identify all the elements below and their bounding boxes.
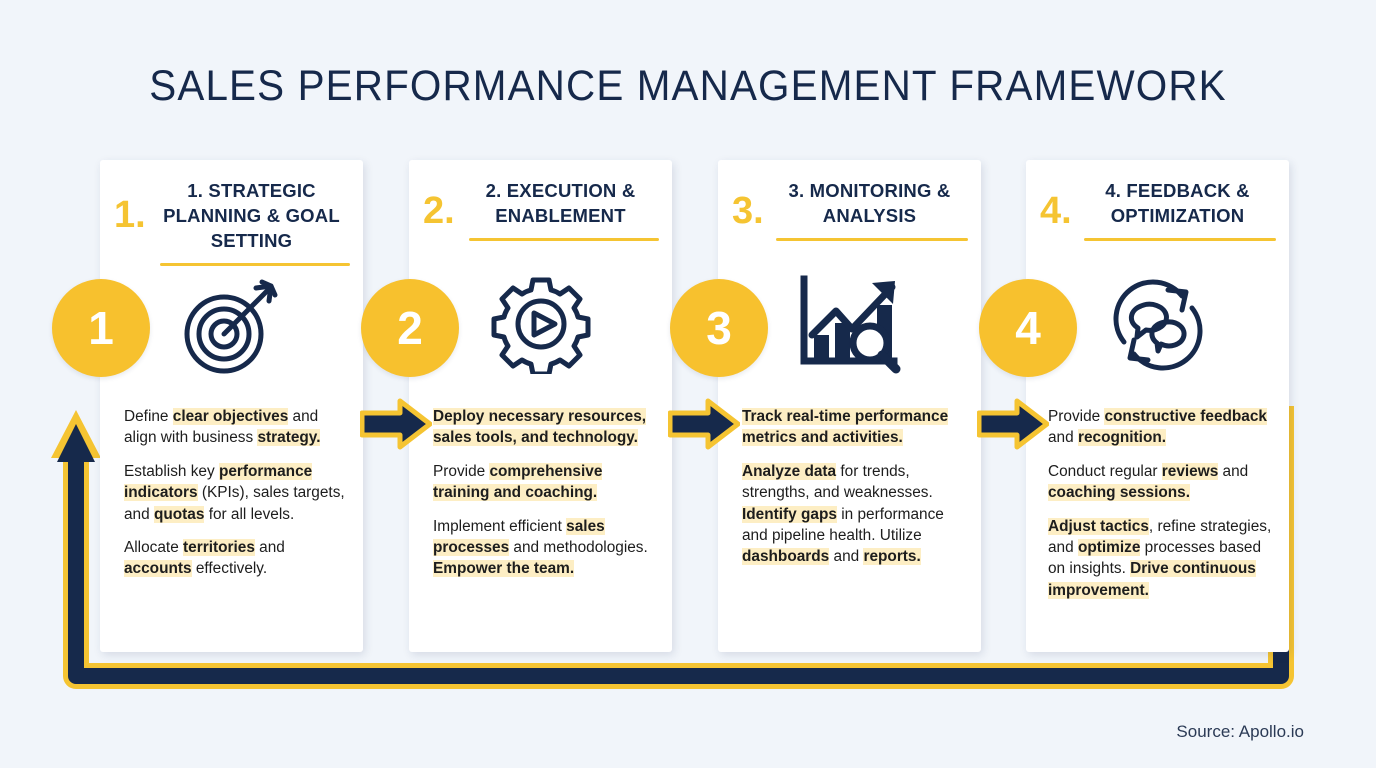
body-text: for trends, strengths, and weaknesses. [742,462,933,502]
card-3-divider [776,238,968,241]
step-badge-1[interactable]: 1 [52,279,150,377]
body-text: effectively. [191,560,268,578]
card-1-number-prefix: 1. [114,194,146,236]
body-text: and align with business [124,408,319,447]
body-text: and methodologies. [509,539,648,557]
card-4-number-prefix: 4. [1040,190,1072,232]
card-1-divider [160,263,350,266]
body-text: in performance and pipeline health. Util… [742,505,944,545]
card-3-title: 3. MONITORING & ANALYSIS [788,180,951,226]
body-paragraph: Analyze data for trends, strengths, and … [742,461,963,568]
feedback-loop-speech-icon [1026,274,1289,374]
body-text: Provide [433,462,490,480]
body-paragraph: Adjust tactics, refine strategies, and o… [1048,516,1277,602]
body-text: and [829,548,864,566]
card-2-header: 2. EXECUTION & ENABLEMENT [461,178,660,228]
body-text: Define [124,408,173,425]
highlighted-phrase: Empower the team. [433,560,575,578]
step-badge-2[interactable]: 2 [361,279,459,377]
highlighted-phrase: clear objectives [172,408,289,425]
source-attribution: Source: Apollo.io [1176,722,1304,741]
body-text: and [1048,429,1078,447]
highlighted-phrase: accounts [124,560,192,578]
card-1-body: Define clear objectives and align with b… [124,406,345,580]
card-2-divider [469,238,659,241]
next-step-arrow-1-to-2 [360,398,432,450]
highlighted-phrase: dashboards [742,548,830,566]
highlighted-phrase: reports. [863,548,921,566]
body-paragraph: Implement efficient sales processes and … [433,516,654,580]
card-2-body: Deploy necessary resources, sales tools,… [433,406,654,580]
body-paragraph: Allocate territories and accounts effect… [124,537,345,580]
body-paragraph: Conduct regular reviews and coaching ses… [1048,461,1277,504]
card-step-4[interactable]: 4. 4. FEEDBACK & OPTIMIZATION Provide co… [1026,160,1289,652]
body-text: for all levels. [204,505,295,523]
highlighted-phrase: strategy. [257,429,321,447]
body-paragraph: Deploy necessary resources, sales tools,… [433,406,654,449]
highlighted-phrase: quotas [153,505,205,523]
step-badge-3[interactable]: 3 [670,279,768,377]
body-paragraph: Provide comprehensive training and coach… [433,461,654,504]
body-text: Provide [1048,408,1105,425]
card-2-number-prefix: 2. [423,190,455,232]
highlighted-phrase: optimize [1077,539,1141,557]
card-step-2[interactable]: 2. 2. EXECUTION & ENABLEMENT Deploy nece… [409,160,672,652]
card-3-header: 3. MONITORING & ANALYSIS [770,178,969,228]
card-3-number-prefix: 3. [732,190,764,232]
body-text: and [254,539,285,557]
highlighted-phrase: constructive feedback [1104,408,1267,425]
card-1-title: 1. STRATEGIC PLANNING & GOAL SETTING [163,180,340,251]
highlighted-phrase: territories [183,539,255,557]
target-arrow-icon [100,278,363,378]
body-paragraph: Provide constructive feedback and recogn… [1048,406,1277,449]
step-badge-4[interactable]: 4 [979,279,1077,377]
body-text: processes based on insights. [1048,539,1262,578]
card-4-divider [1084,238,1276,241]
page-title: SALES PERFORMANCE MANAGEMENT FRAMEWORK [149,62,1227,110]
highlighted-phrase: Adjust tactics [1048,517,1149,535]
highlighted-phrase: recognition. [1077,429,1167,447]
next-step-arrow-3-to-4 [977,398,1049,450]
body-text: Conduct regular [1048,462,1162,480]
body-text: Establish key [124,462,219,480]
highlighted-phrase: Identify gaps [742,505,837,523]
card-4-title: 4. FEEDBACK & OPTIMIZATION [1105,180,1250,226]
card-step-3[interactable]: 3. 3. MONITORING & ANALYSIS Track real-t… [718,160,981,652]
highlighted-phrase: reviews [1161,462,1219,480]
body-paragraph: Track real-time performance metrics and … [742,406,963,449]
body-text: Implement efficient [433,517,567,535]
body-text: Allocate [124,539,184,557]
highlighted-phrase: Analyze data [742,462,837,480]
body-text: and [1218,462,1249,480]
card-3-body: Track real-time performance metrics and … [742,406,963,568]
body-text: (KPIs), sales targets, and [124,484,345,523]
body-paragraph: Define clear objectives and align with b… [124,406,345,449]
highlighted-phrase: Track real-time performance metrics and … [742,408,949,447]
body-text: , refine strategies, and [1048,517,1272,557]
card-4-header: 4. FEEDBACK & OPTIMIZATION [1078,178,1277,228]
body-paragraph: Establish key performance indicators (KP… [124,461,345,525]
gear-play-icon [409,274,672,374]
bar-chart-magnifier-icon [718,274,981,374]
highlighted-phrase: Deploy necessary resources, sales tools,… [433,408,647,447]
card-step-1[interactable]: 1. 1. STRATEGIC PLANNING & GOAL SETTING … [100,160,363,652]
next-step-arrow-2-to-3 [668,398,740,450]
card-1-header: 1. STRATEGIC PLANNING & GOAL SETTING [152,178,351,253]
card-4-body: Provide constructive feedback and recogn… [1048,406,1277,601]
highlighted-phrase: coaching sessions. [1048,484,1190,502]
card-2-title: 2. EXECUTION & ENABLEMENT [485,180,636,226]
